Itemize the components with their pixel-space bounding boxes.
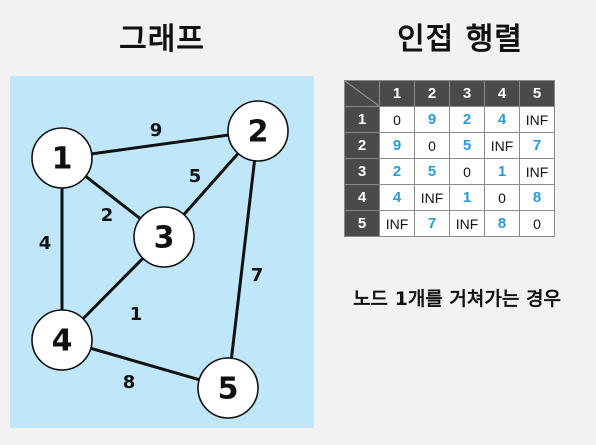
node-label: 1 <box>52 142 73 177</box>
matrix-cell-1-5: INF <box>519 106 555 133</box>
matrix-cell-3-4: 1 <box>484 158 520 185</box>
matrix-row-header-2: 2 <box>344 132 380 159</box>
matrix-title: 인접 행렬 <box>397 22 523 57</box>
node-2: 2 <box>227 100 289 162</box>
node-circle <box>197 357 259 419</box>
matrix-col-header-4: 4 <box>484 80 520 107</box>
node-4: 4 <box>31 309 93 371</box>
node-1: 1 <box>31 127 93 189</box>
matrix-cell-3-2: 5 <box>414 158 450 185</box>
matrix-cell-5-3: INF <box>449 210 485 237</box>
matrix-cell-2-3: 5 <box>449 132 485 159</box>
graph-panel: 9 2 5 4 1 7 8 1 2 3 4 5 <box>10 76 314 428</box>
node-3: 3 <box>133 206 195 268</box>
matrix-cell-4-4: 0 <box>484 184 520 211</box>
edge-weight-3-4: 1 <box>130 304 143 325</box>
matrix-corner-cell <box>344 80 380 107</box>
matrix-row-header-3: 3 <box>344 158 380 185</box>
matrix-col-header-5: 5 <box>519 80 555 107</box>
matrix-cell-5-2: 7 <box>414 210 450 237</box>
edge-weight-2-3: 5 <box>189 166 202 187</box>
matrix-cell-1-2: 9 <box>414 106 450 133</box>
edge-1-2 <box>61 129 259 160</box>
matrix-cell-3-5: INF <box>519 158 555 185</box>
matrix-col-header-2: 2 <box>414 80 450 107</box>
corner-diagonal-line <box>345 81 379 106</box>
matrix-cell-4-5: 8 <box>519 184 555 211</box>
matrix-row-header-5: 5 <box>344 210 380 237</box>
node-circle <box>227 100 289 162</box>
matrix-cell-2-4: INF <box>484 132 520 159</box>
node-circle <box>31 127 93 189</box>
matrix-col-header-1: 1 <box>379 80 415 107</box>
node-label: 5 <box>218 372 239 407</box>
matrix-cell-4-1: 4 <box>379 184 415 211</box>
edge-weight-2-5: 7 <box>251 265 264 286</box>
matrix-cell-2-5: 7 <box>519 132 555 159</box>
matrix-row-header-4: 4 <box>344 184 380 211</box>
matrix-cell-5-4: 8 <box>484 210 520 237</box>
edge-weight-1-3: 2 <box>101 205 114 226</box>
node-circle <box>133 206 195 268</box>
edge-weight-4-5: 8 <box>123 372 136 393</box>
matrix-cell-1-3: 2 <box>449 106 485 133</box>
matrix-cell-1-1: 0 <box>379 106 415 133</box>
caption-text: 노드 1개를 거쳐가는 경우 <box>353 288 561 310</box>
matrix-col-header-3: 3 <box>449 80 485 107</box>
matrix-row-header-1: 1 <box>344 106 380 133</box>
edge-2-5 <box>226 130 260 389</box>
matrix-cell-5-1: INF <box>379 210 415 237</box>
matrix-cell-5-5: 0 <box>519 210 555 237</box>
node-5: 5 <box>197 357 259 419</box>
node-label: 3 <box>154 221 175 256</box>
graph-title: 그래프 <box>119 22 205 57</box>
matrix-cell-2-2: 0 <box>414 132 450 159</box>
node-label: 2 <box>248 115 269 150</box>
matrix-cell-4-3: 1 <box>449 184 485 211</box>
edge-weight-1-4: 4 <box>39 233 52 254</box>
matrix-cell-2-1: 9 <box>379 132 415 159</box>
node-label: 4 <box>52 324 73 359</box>
edge-weight-1-2: 9 <box>150 120 163 141</box>
node-circle <box>31 309 93 371</box>
matrix-cell-1-4: 4 <box>484 106 520 133</box>
matrix-cell-3-1: 2 <box>379 158 415 185</box>
matrix-cell-3-3: 0 <box>449 158 485 185</box>
matrix-cell-4-2: INF <box>414 184 450 211</box>
graph-diagram: 9 2 5 4 1 7 8 1 2 3 4 5 <box>31 100 289 419</box>
